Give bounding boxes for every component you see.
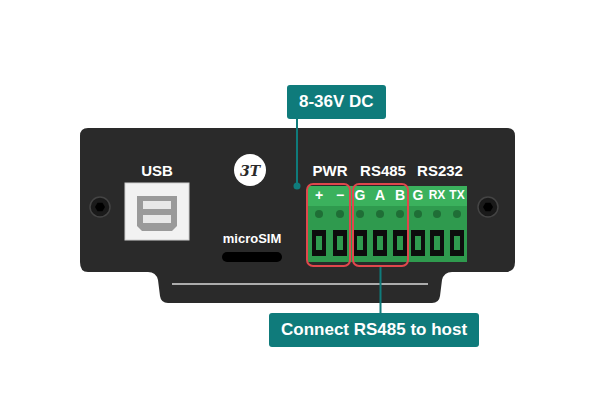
pin-label: B <box>395 187 405 203</box>
callout-text: Connect RS485 to host <box>281 320 467 339</box>
callout-text: 8-36V DC <box>299 92 374 111</box>
pin-label: A <box>375 187 385 203</box>
pin-label: − <box>336 187 344 203</box>
pin-label: TX <box>449 188 464 202</box>
pin-label: + <box>315 187 323 203</box>
pin-label: G <box>355 187 366 203</box>
logo-text: 3T <box>240 163 260 179</box>
screw <box>90 197 110 217</box>
screw <box>478 197 498 217</box>
leader-line <box>294 119 301 190</box>
device-panel <box>80 128 515 303</box>
port-label: microSIM <box>223 231 282 246</box>
panel-edge-line <box>172 283 428 285</box>
port-label: PWR <box>313 162 348 179</box>
port-label: RS485 <box>360 162 406 179</box>
highlight-frame: GAB <box>352 183 409 267</box>
terminal-block <box>308 186 467 262</box>
callout-box: Connect RS485 to host <box>269 313 479 347</box>
pin-label: G <box>413 187 424 203</box>
port-label: USB <box>141 162 173 179</box>
logo-circle <box>234 154 266 186</box>
callout-box: 8-36V DC <box>287 85 386 119</box>
sim-slot <box>222 252 282 262</box>
port-label: RS232 <box>417 162 463 179</box>
highlight-frame: +− <box>306 183 351 267</box>
usb-port <box>125 183 189 240</box>
leader-line <box>380 267 381 313</box>
pin-label: RX <box>429 188 446 202</box>
